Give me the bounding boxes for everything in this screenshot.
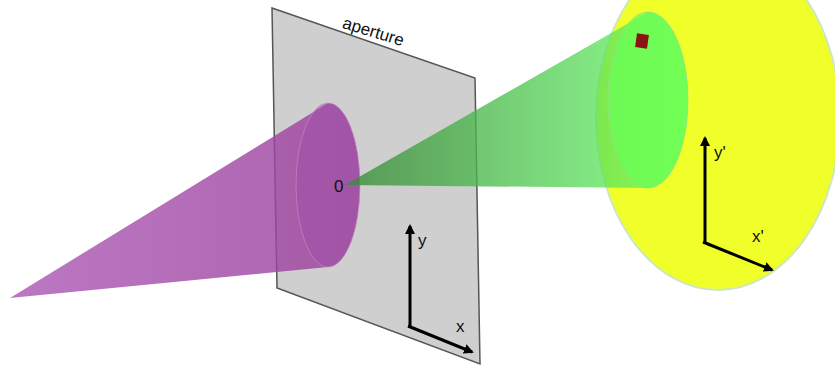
y-axis xyxy=(409,226,412,326)
cone-spot xyxy=(608,12,688,188)
screen xyxy=(596,0,835,290)
axis-label: x' xyxy=(752,228,764,245)
y-prime-axis xyxy=(704,138,707,242)
x-prime-axis xyxy=(703,242,772,270)
axis-label: y xyxy=(418,232,427,249)
origin-label: 0 xyxy=(334,178,343,195)
axis-label: x xyxy=(456,318,465,335)
axis-label: y' xyxy=(714,144,726,161)
incoming-cone xyxy=(10,103,360,298)
pixel-mark xyxy=(635,33,649,49)
